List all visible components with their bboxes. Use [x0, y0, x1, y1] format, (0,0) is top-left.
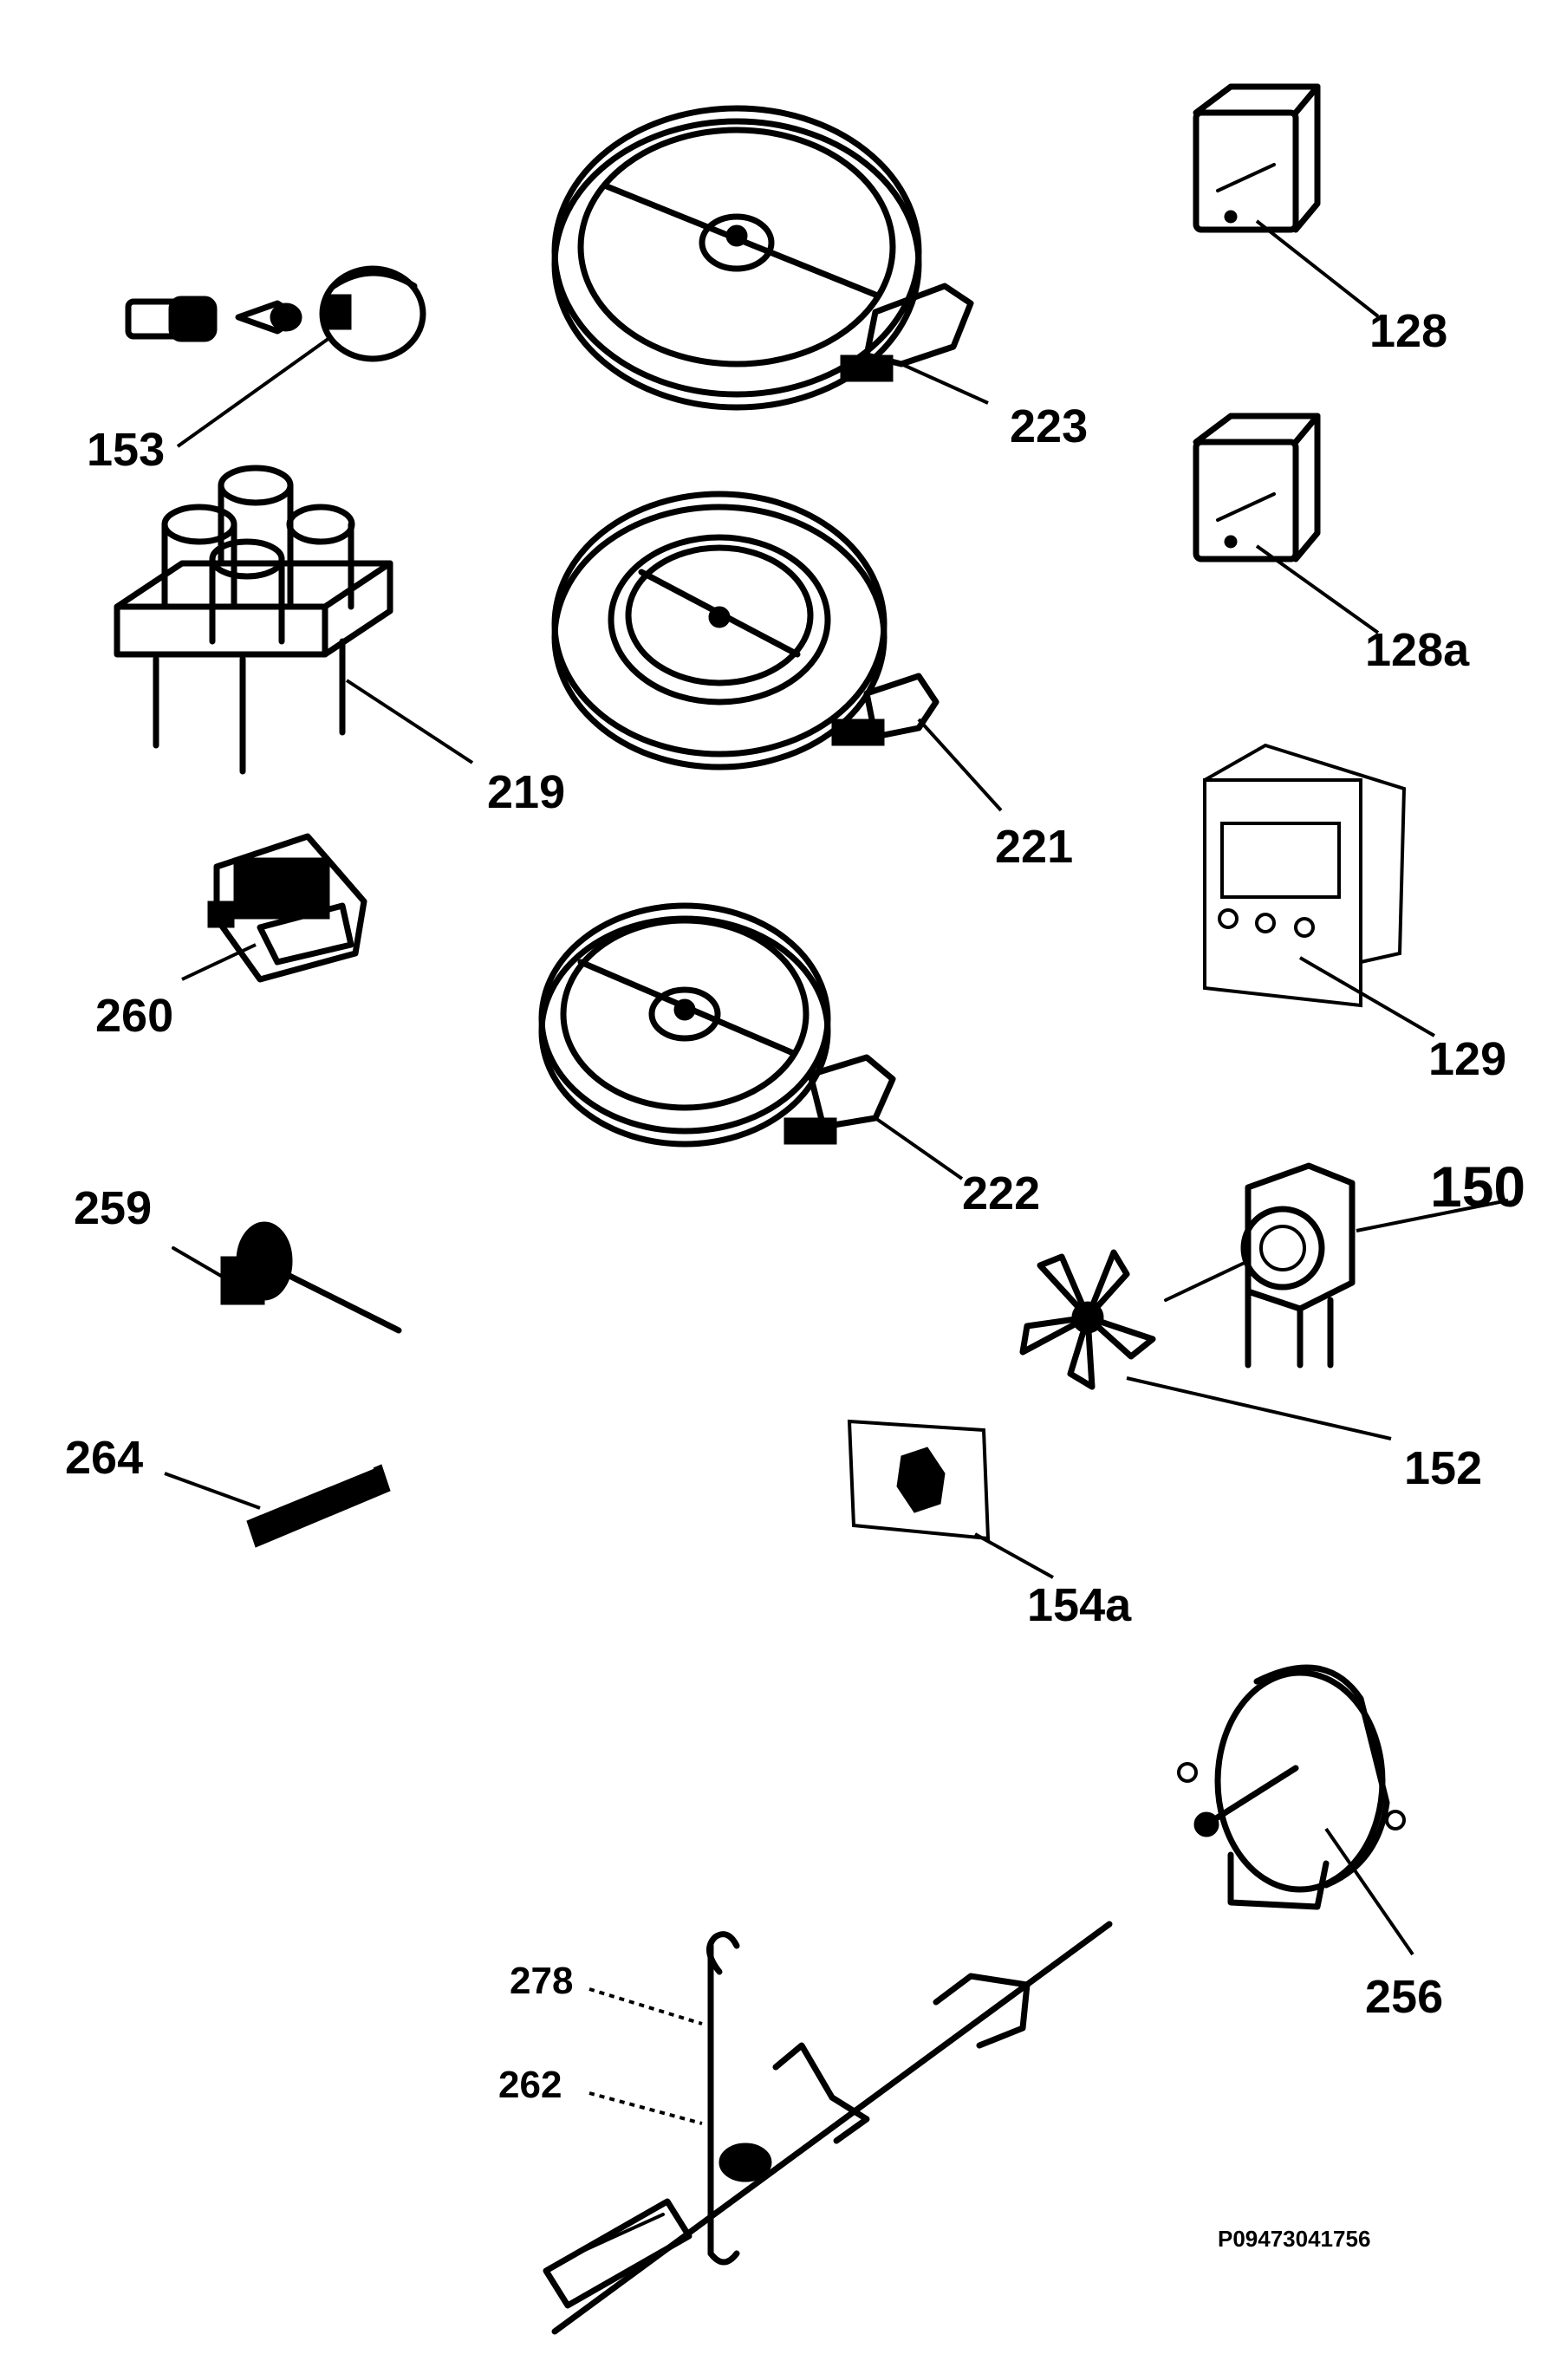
label-256: 256 — [1365, 1971, 1443, 2023]
part-128a-switch — [1193, 413, 1321, 562]
label-223: 223 — [1010, 400, 1088, 452]
part-260-rotary-switch — [207, 833, 367, 983]
label-222: 222 — [962, 1167, 1040, 1219]
label-153: 153 — [87, 424, 165, 476]
part-259-thermostat — [172, 1221, 402, 1334]
leader-lines — [164, 219, 1509, 2125]
label-262: 262 — [498, 2064, 562, 2106]
part-153-lamp-assembly — [125, 265, 426, 362]
label-259: 259 — [74, 1182, 152, 1234]
part-219-capacitor-block — [114, 465, 393, 775]
part-152-fan-impeller — [1019, 1249, 1156, 1390]
part-154a-cover-plate — [847, 1419, 991, 1541]
label-152: 152 — [1404, 1442, 1482, 1494]
part-221-hob-element — [551, 491, 940, 771]
label-150: 150 — [1430, 1154, 1525, 1219]
label-221: 221 — [995, 821, 1073, 873]
part-128-switch — [1193, 83, 1321, 233]
part-222-hob-element — [538, 902, 896, 1148]
label-219: 219 — [487, 766, 565, 818]
part-150-fan-motor — [1164, 1162, 1356, 1369]
part-256-rotisserie-motor — [1177, 1664, 1406, 1910]
part-223-hob-element — [551, 105, 974, 411]
reference-code: P09473041756 — [1218, 2226, 1370, 2252]
part-264-connector — [246, 1464, 391, 1548]
part-129-timer-module — [1203, 743, 1407, 1008]
label-260: 260 — [95, 990, 173, 1042]
label-278: 278 — [510, 1960, 573, 2002]
label-264: 264 — [65, 1432, 143, 1484]
label-129: 129 — [1428, 1033, 1506, 1085]
part-278-262-rotisserie-spit — [543, 1921, 1113, 2335]
label-128: 128 — [1369, 305, 1447, 357]
label-128a: 128a — [1365, 624, 1470, 676]
label-154a: 154a — [1027, 1579, 1132, 1631]
